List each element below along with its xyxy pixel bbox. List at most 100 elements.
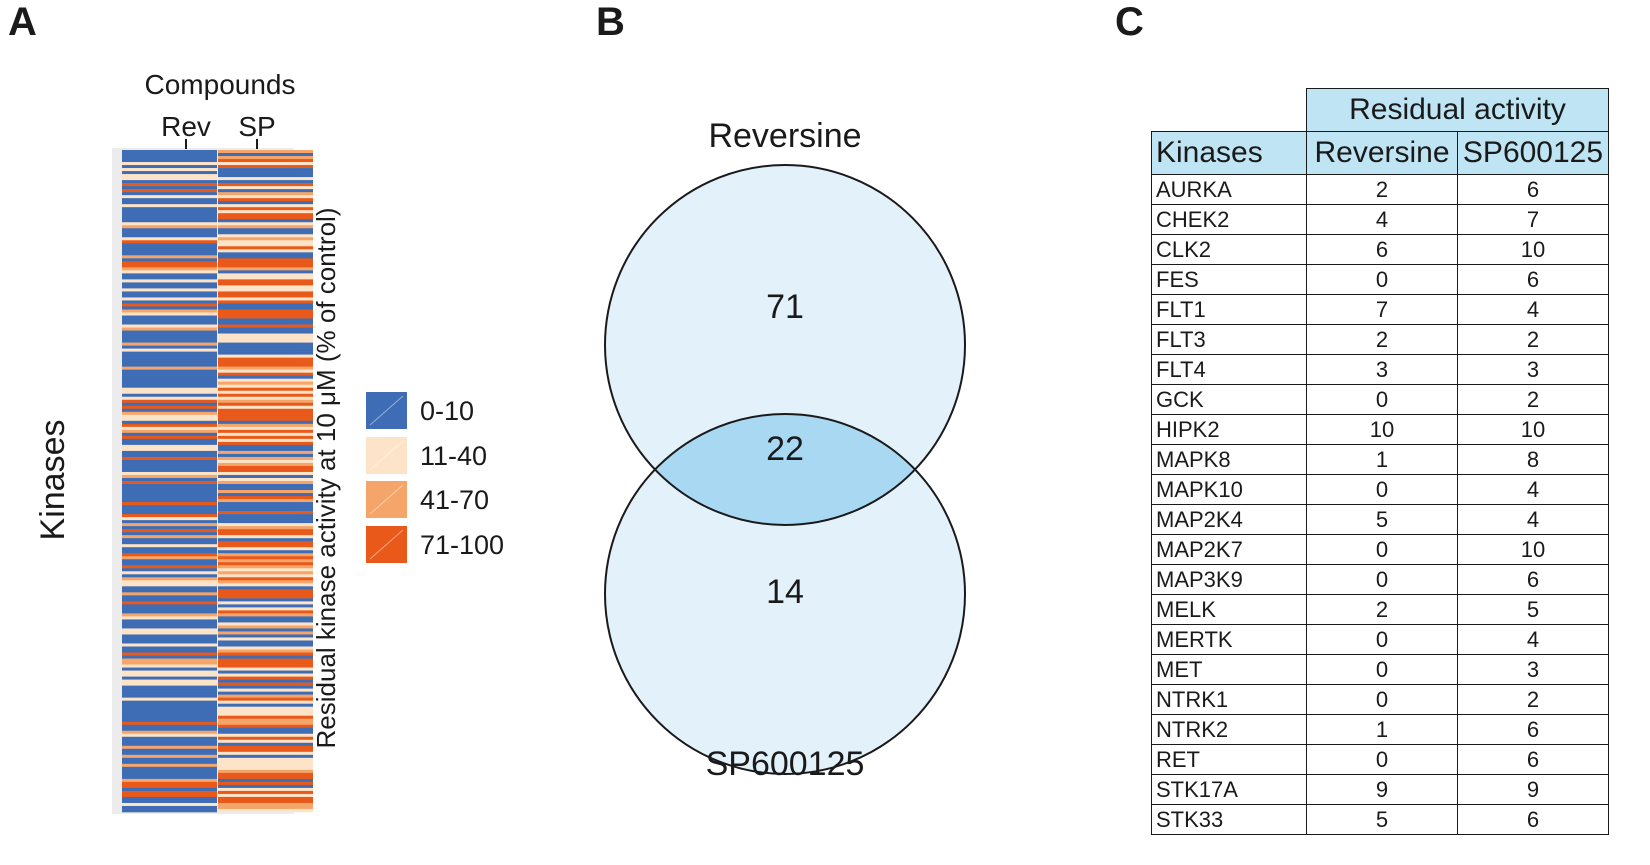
heatmap-cell-rev xyxy=(122,225,217,229)
heatmap-cell-sp xyxy=(218,550,313,554)
heatmap-cell-sp xyxy=(218,673,313,677)
heatmap-cell-sp xyxy=(218,162,313,166)
table-header-reversine: Reversine xyxy=(1306,131,1458,175)
sp600125-value-cell: 2 xyxy=(1457,684,1609,715)
heatmap-cell-rev xyxy=(122,658,217,662)
heatmap-cell-rev xyxy=(122,688,217,692)
heatmap-cell-sp xyxy=(218,592,313,596)
heatmap-cell-rev xyxy=(122,751,217,756)
reversine-value-cell: 5 xyxy=(1306,504,1458,535)
heatmap-cell-sp xyxy=(218,745,313,750)
heatmap-cell-rev xyxy=(122,360,217,364)
legend-swatch-mark-3 xyxy=(369,529,404,560)
kinase-name-cell: FES xyxy=(1151,264,1307,295)
heatmap-cell-rev xyxy=(122,739,217,744)
heatmap-cell-rev xyxy=(122,568,217,572)
heatmap-cell-sp xyxy=(218,294,313,298)
heatmap-cell-rev xyxy=(122,574,217,578)
legend-item-3: 71-100 xyxy=(366,526,504,563)
sp600125-value-cell: 3 xyxy=(1457,354,1609,385)
heatmap-cell-rev xyxy=(122,628,217,632)
kinase-name-cell: MAPK8 xyxy=(1151,444,1307,475)
heatmap-cell-rev xyxy=(122,150,217,154)
heatmap-cell-sp xyxy=(218,270,313,274)
heatmap-cell-sp xyxy=(218,751,313,756)
heatmap-cell-sp xyxy=(218,333,313,337)
heatmap-cell-rev xyxy=(122,330,217,334)
kinase-name-cell: CLK2 xyxy=(1151,234,1307,265)
heatmap-cell-sp xyxy=(218,201,313,205)
heatmap-cell-sp xyxy=(218,255,313,259)
heatmap-cell-sp xyxy=(218,532,313,536)
heatmap-cell-sp xyxy=(218,715,313,720)
heatmap-cell-rev xyxy=(122,706,217,710)
heatmap-cell-rev xyxy=(122,453,217,458)
heatmap-cell-rev xyxy=(122,634,217,638)
heatmap-cell-sp xyxy=(218,156,313,160)
heatmap-cell-sp xyxy=(218,595,313,599)
heatmap-cell-rev xyxy=(122,399,217,404)
heatmap-cell-rev xyxy=(122,321,217,325)
reversine-value-cell: 0 xyxy=(1306,534,1458,565)
heatmap-cell-sp xyxy=(218,598,313,602)
heatmap-rows xyxy=(122,150,313,813)
sp600125-value-cell: 4 xyxy=(1457,624,1609,655)
heatmap-cell-sp xyxy=(218,192,313,196)
heatmap-cell-sp xyxy=(218,631,313,635)
heatmap-cell-sp xyxy=(218,408,313,413)
heatmap-cell-sp xyxy=(218,183,313,187)
heatmap-cell-rev xyxy=(122,465,217,470)
heatmap-cell-rev xyxy=(122,243,217,247)
heatmap-cell-sp xyxy=(218,520,313,524)
heatmap-cell-rev xyxy=(122,586,217,590)
heatmap-cell-sp xyxy=(218,219,313,223)
heatmap-cell-rev xyxy=(122,240,217,244)
heatmap-cell-rev xyxy=(122,438,217,443)
heatmap-cell-rev xyxy=(122,180,217,184)
heatmap-cell-sp xyxy=(218,796,313,801)
row-axis-label: Kinases xyxy=(34,420,72,541)
heatmap-cell-sp xyxy=(218,477,313,482)
heatmap-cell-rev xyxy=(122,748,217,753)
heatmap-cell-rev xyxy=(122,417,217,422)
heatmap-cell-rev xyxy=(122,390,217,395)
heatmap-cell-sp xyxy=(218,198,313,202)
legend-label-2: 41-70 xyxy=(420,485,489,515)
heatmap-cell-sp xyxy=(218,375,313,379)
heatmap-cell-sp xyxy=(218,423,313,428)
heatmap-cell-sp xyxy=(218,159,313,163)
heatmap-cell-rev xyxy=(122,351,217,355)
heatmap-cell-rev xyxy=(122,649,217,653)
heatmap-cell-rev xyxy=(122,165,217,169)
heatmap-cell-rev xyxy=(122,450,217,455)
heatmap-cell-rev xyxy=(122,216,217,220)
heatmap-cell-rev xyxy=(122,309,217,313)
heatmap-cell-sp xyxy=(218,246,313,250)
kinase-heatmap: Compounds Rev SP Kinases Residual kinase… xyxy=(34,69,504,814)
legend-label-0: 0-10 xyxy=(420,396,474,426)
legend-label-1: 11-40 xyxy=(420,441,487,471)
heatmap-cell-sp xyxy=(218,778,313,783)
heatmap-cell-rev xyxy=(122,583,217,587)
heatmap-cell-rev xyxy=(122,691,217,695)
sp600125-value-cell: 10 xyxy=(1457,234,1609,265)
heatmap-cell-rev xyxy=(122,291,217,295)
heatmap-cell-rev xyxy=(122,249,217,253)
heatmap-cell-rev xyxy=(122,787,217,792)
sp600125-value-cell: 6 xyxy=(1457,264,1609,295)
heatmap-cell-rev xyxy=(122,799,217,804)
legend-swatch-1 xyxy=(366,437,407,474)
heatmap-cell-rev xyxy=(122,805,217,810)
heatmap-cell-rev xyxy=(122,808,217,813)
heatmap-cell-sp xyxy=(218,351,313,355)
heatmap-cell-sp xyxy=(218,417,313,422)
heatmap-cell-sp xyxy=(218,150,313,154)
heatmap-cell-rev xyxy=(122,577,217,581)
heatmap-cell-sp xyxy=(218,601,313,605)
heatmap-cell-sp xyxy=(218,676,313,680)
heatmap-cell-rev xyxy=(122,408,217,413)
heatmap-cell-sp xyxy=(218,640,313,644)
